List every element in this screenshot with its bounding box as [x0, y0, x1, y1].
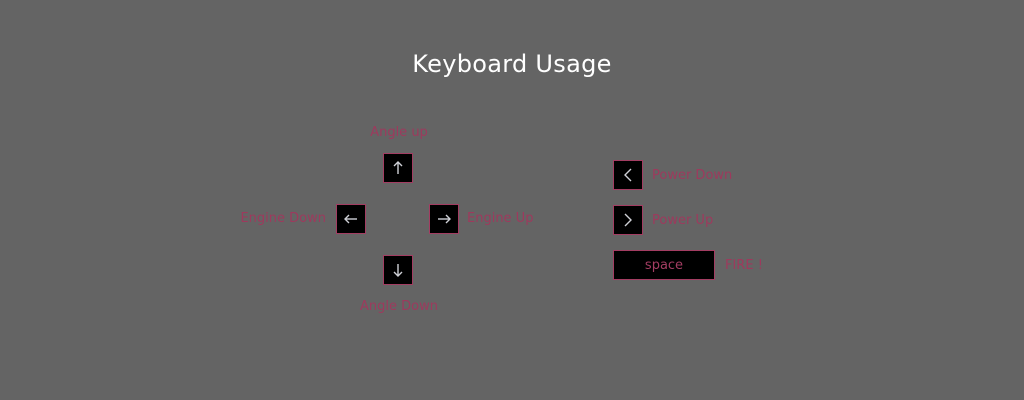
chevron-right-icon [624, 213, 632, 227]
power-up-key [613, 205, 643, 235]
arrow-down-key [383, 255, 413, 285]
arrow-left-key [336, 204, 366, 234]
arrow-down-icon [393, 264, 403, 277]
arrow-right-icon [438, 214, 451, 224]
power-down-label: Power Down [652, 168, 733, 183]
page-title: Keyboard Usage [412, 50, 612, 78]
fire-label: FIRE ! [725, 258, 763, 273]
arrow-up-key [383, 153, 413, 183]
arrow-right-key [429, 204, 459, 234]
arrow-up-icon [393, 161, 403, 174]
space-key: space [613, 250, 715, 280]
angle-up-label: Angle up [370, 125, 428, 140]
power-down-key [613, 160, 643, 190]
chevron-left-icon [624, 168, 632, 182]
angle-down-label: Angle Down [360, 299, 438, 314]
power-up-label: Power Up [652, 213, 714, 228]
engine-up-label: Engine Up [467, 211, 534, 226]
engine-down-label: Engine Down [240, 211, 326, 226]
arrow-left-icon [344, 214, 357, 224]
